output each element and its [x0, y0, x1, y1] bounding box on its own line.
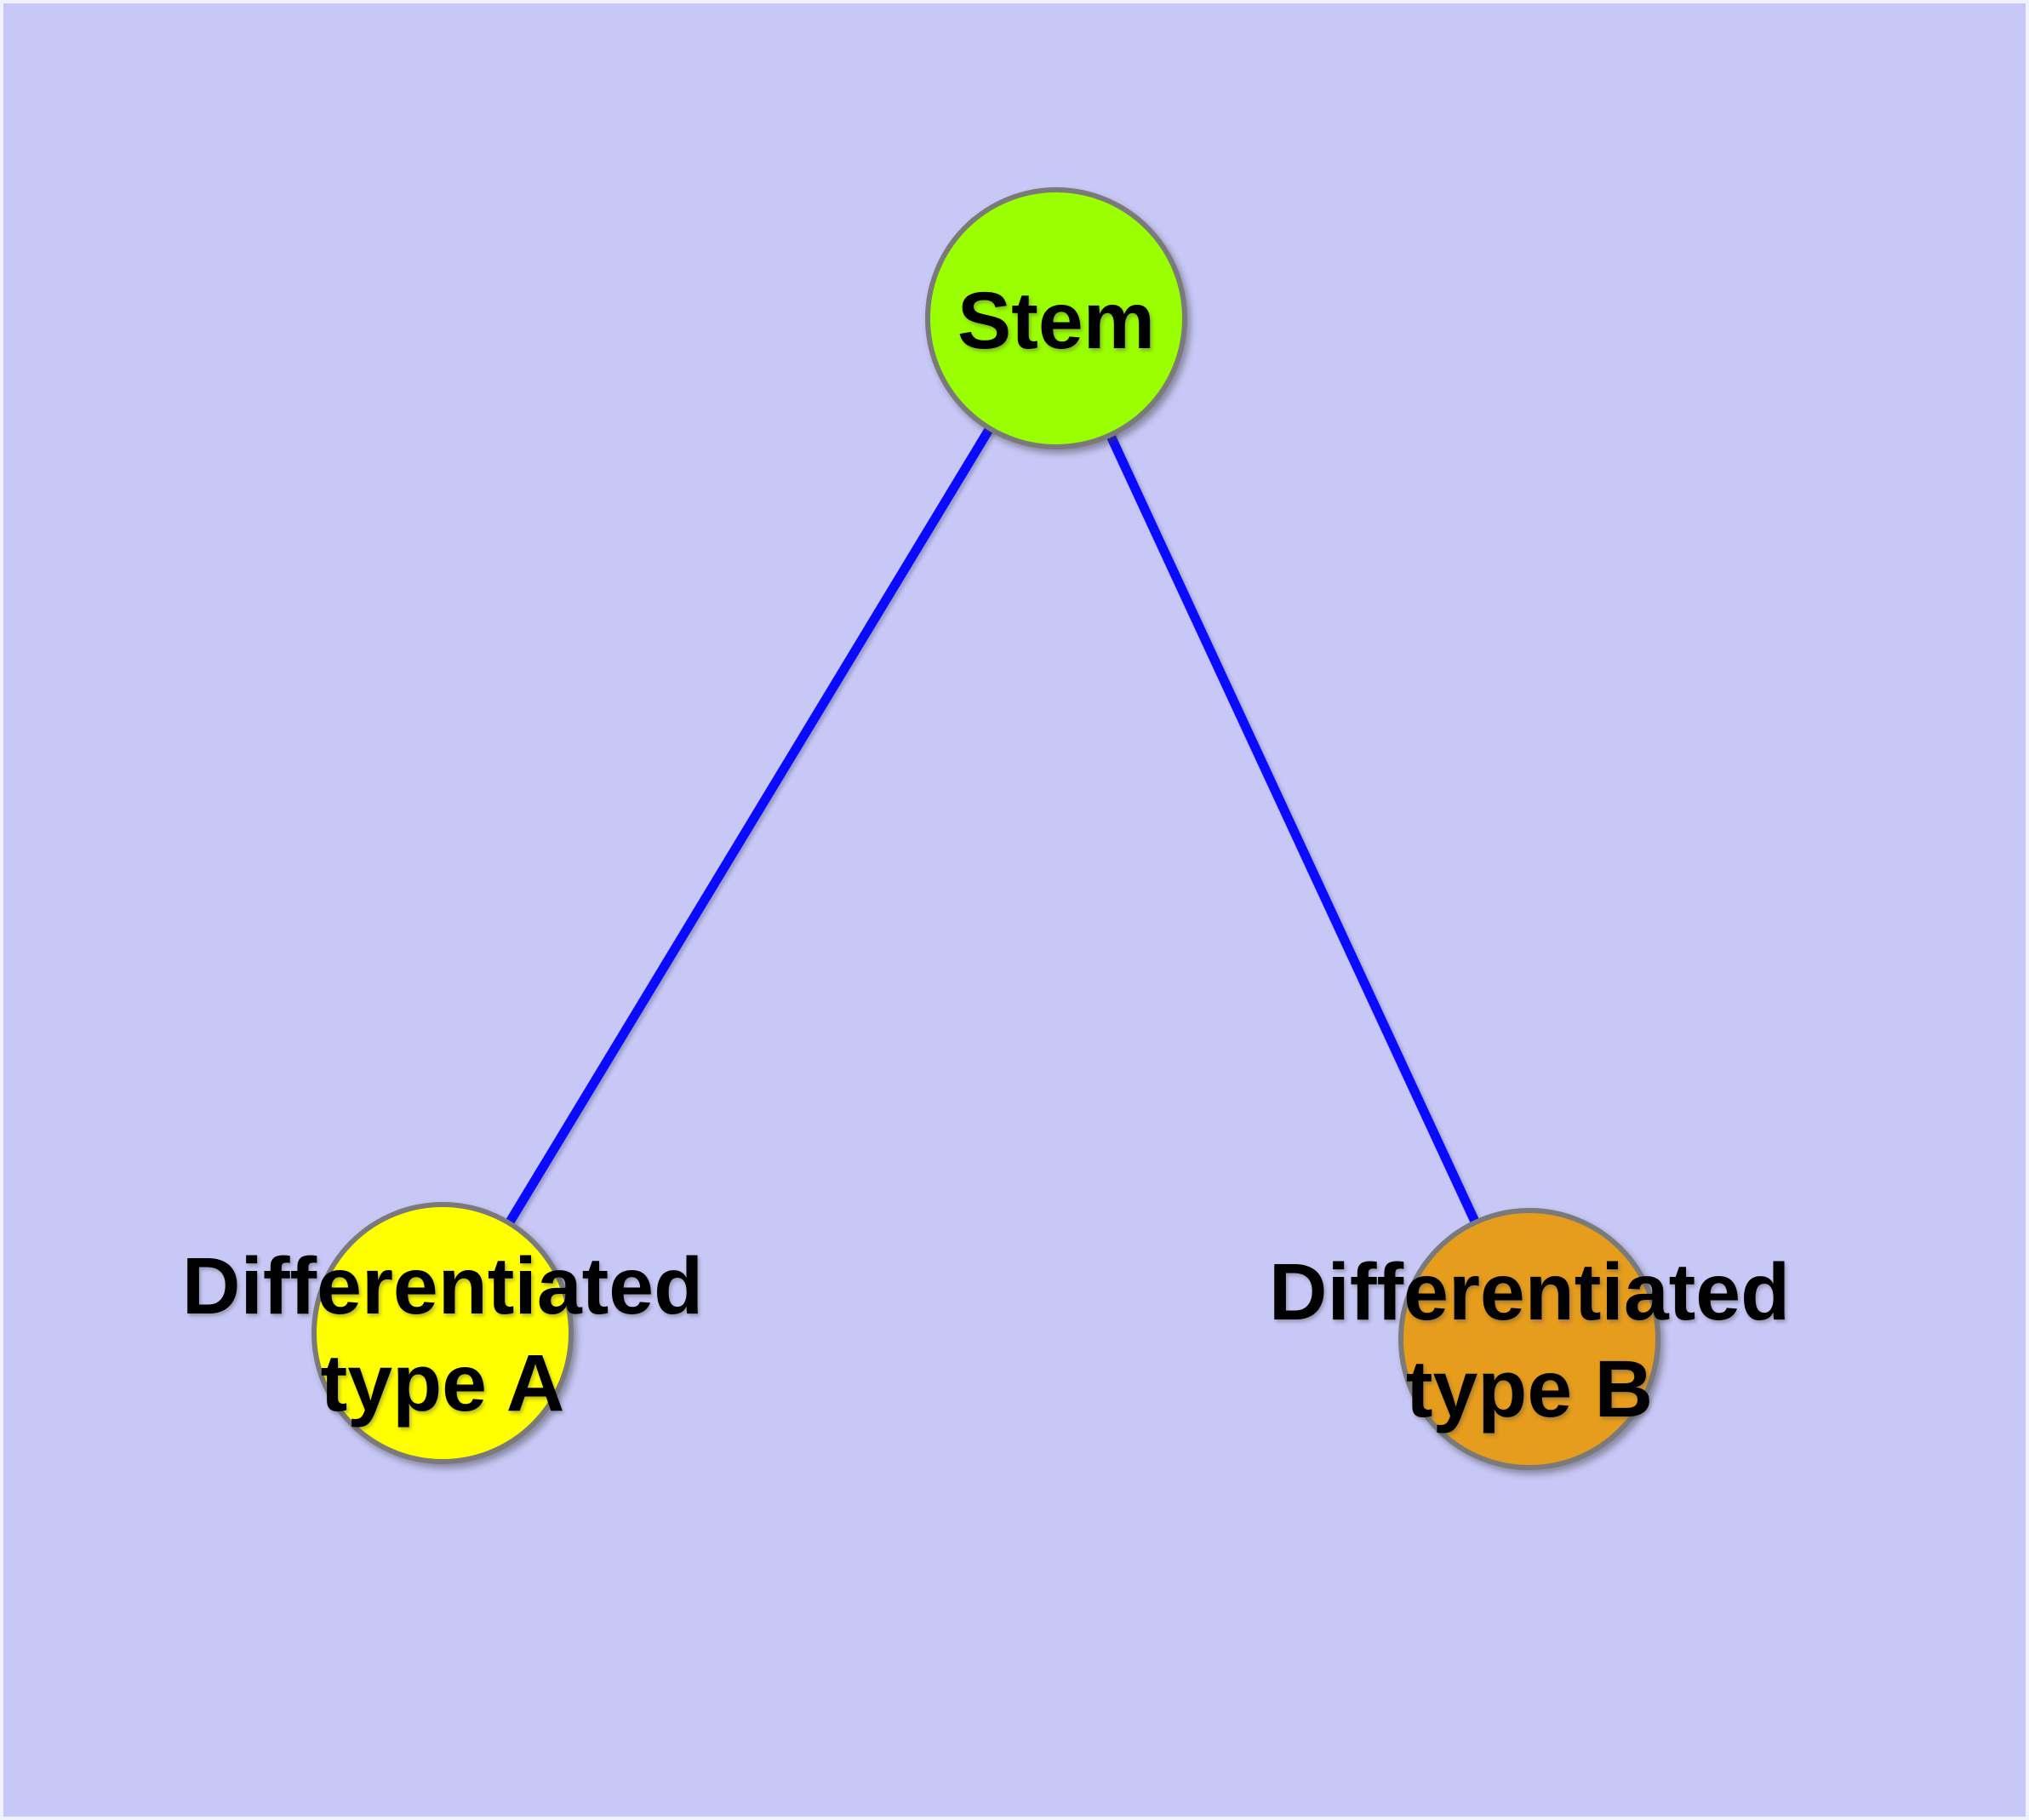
node-type-a-label-line1: Differentiated: [182, 1241, 703, 1331]
node-type-a-circle: [311, 1202, 574, 1464]
node-type-a-label-line2: type A: [321, 1338, 565, 1428]
node-stem: Stem: [925, 187, 1187, 449]
node-stem-circle: [925, 187, 1187, 449]
node-type-b-label-line1: Differentiated: [1269, 1247, 1790, 1337]
node-differentiated-type-b: Differentiated type B: [1269, 1208, 1790, 1470]
node-differentiated-type-a: Differentiated type A: [182, 1202, 703, 1464]
edge-stem-to-type-b: [1052, 316, 1534, 1342]
node-type-b-circle: [1398, 1208, 1660, 1470]
node-type-b-label-line2: type B: [1406, 1344, 1653, 1434]
edge-stem-to-type-a: [438, 316, 1060, 1336]
node-stem-label: Stem: [957, 276, 1155, 366]
